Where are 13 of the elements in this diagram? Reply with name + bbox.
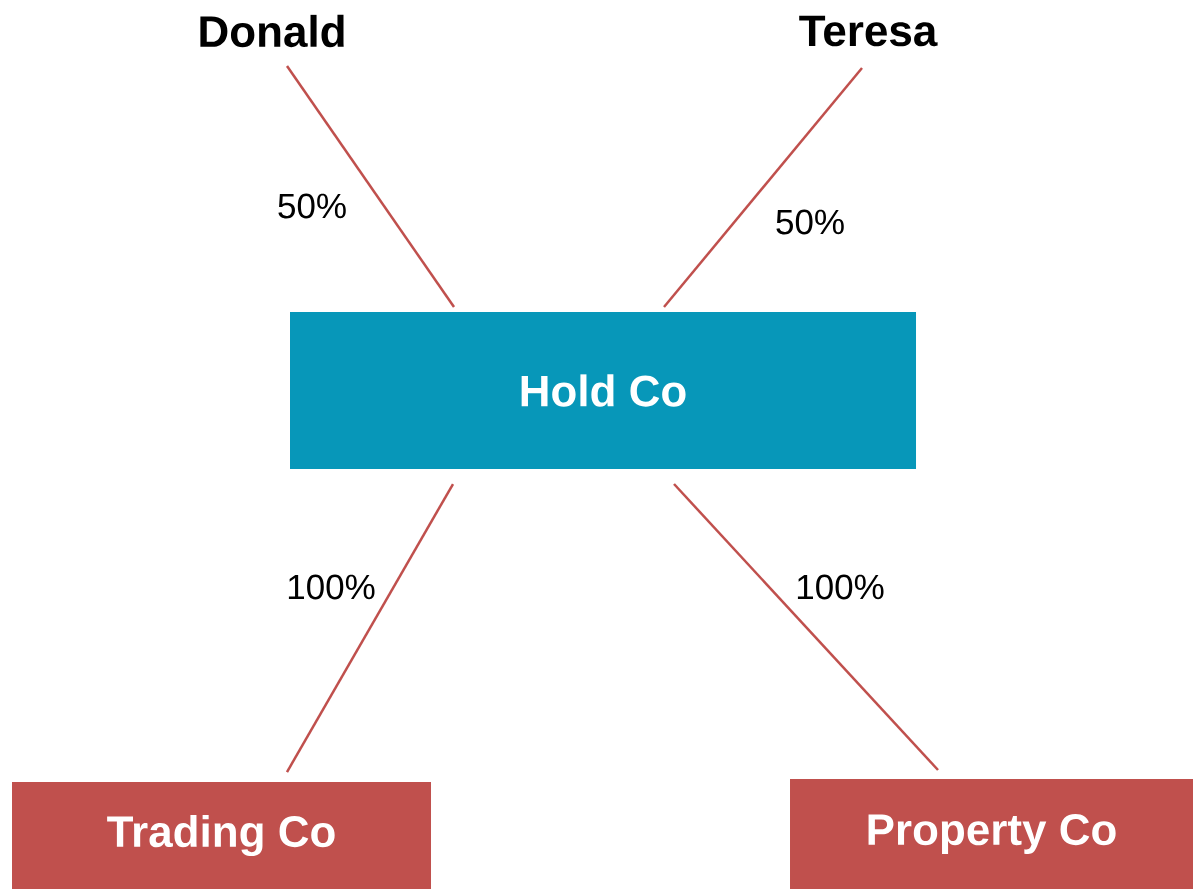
holding-company-box: Hold Co: [290, 312, 916, 469]
connector-line: [285, 65, 456, 308]
edge-label: 100%: [797, 574, 884, 600]
edge-label: 50%: [776, 209, 844, 235]
edge-label: 50%: [278, 193, 346, 219]
owner-name: Teresa: [799, 15, 938, 47]
subsidiary-box: Trading Co: [12, 782, 431, 889]
connector-line: [663, 67, 863, 308]
subsidiary-box: Property Co: [790, 779, 1193, 889]
edge-label: 100%: [288, 574, 375, 600]
connector-line: [285, 483, 455, 773]
connector-line: [673, 483, 939, 771]
owner-name: Donald: [200, 14, 344, 48]
